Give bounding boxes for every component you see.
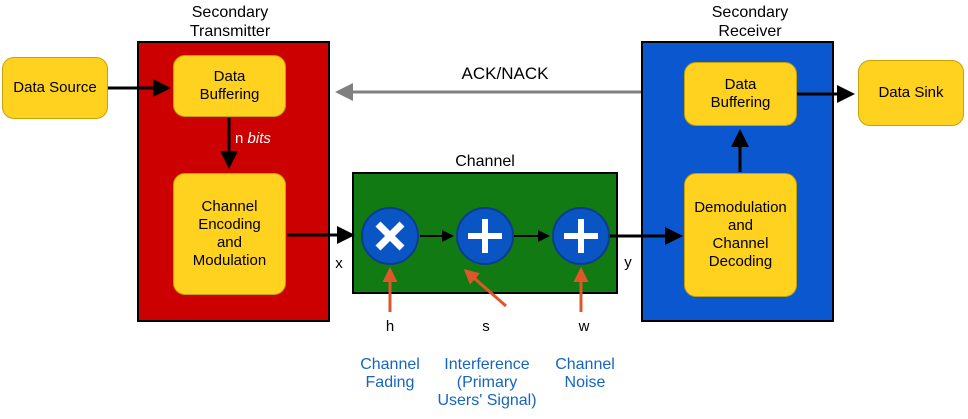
interference-add-node [456, 207, 514, 265]
ack-nack-label: ACK/NACK [461, 64, 549, 83]
data-sink-label: Data Sink [878, 84, 944, 101]
add-icon [468, 219, 502, 253]
multiply-icon [375, 221, 405, 251]
multiply-node [361, 207, 419, 265]
data-sink-block: Data Sink [858, 60, 964, 126]
s-arrow [463, 269, 507, 308]
w-label: w [578, 318, 590, 335]
channel-encoding-label: Channel Encoding and Modulation [192, 198, 267, 269]
data-source-label: Data Source [13, 79, 97, 96]
demodulation-block: Demodulation and Channel Decoding [684, 173, 797, 297]
n-bits-label: n bits [235, 130, 295, 147]
rx-data-buffering-label: Data Buffering [710, 76, 771, 111]
receiver-title: Secondary Receiver [711, 4, 789, 40]
channel-encoding-block: Channel Encoding and Modulation [173, 173, 286, 295]
noise-add-node [552, 207, 610, 265]
channel-title: Channel [455, 153, 515, 170]
add-icon [564, 219, 598, 253]
y-label: y [624, 254, 632, 271]
demodulation-label: Demodulation and Channel Decoding [694, 199, 787, 270]
bits-label: bits [247, 130, 271, 147]
n-label: n [235, 130, 248, 147]
s-label: s [482, 318, 490, 335]
x-label: x [335, 255, 343, 272]
channel-fading-label: Channel Fading [360, 356, 420, 391]
data-source-block: Data Source [2, 57, 108, 119]
h-label: h [385, 318, 395, 335]
rx-data-buffering-block: Data Buffering [684, 62, 797, 126]
transmitter-title: Secondary Transmitter [189, 4, 271, 40]
tx-data-buffering-block: Data Buffering [173, 55, 286, 117]
channel-noise-label: Channel Noise [555, 356, 615, 391]
tx-data-buffering-label: Data Buffering [199, 68, 260, 103]
interference-label: Interference (Primary Users' Signal) [437, 356, 537, 409]
